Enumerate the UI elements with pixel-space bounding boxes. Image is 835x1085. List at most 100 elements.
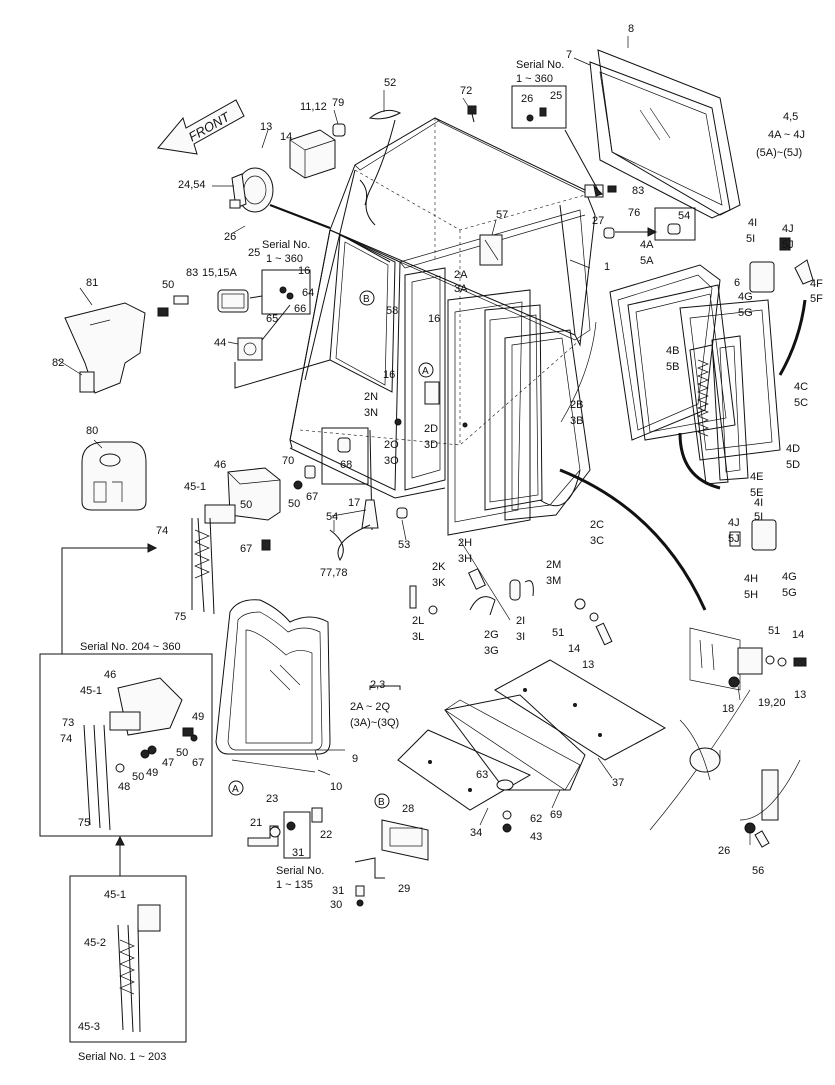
bracket-4g-top: [749, 261, 775, 293]
callout-c2c: 2C: [590, 519, 604, 531]
callout-c21: 21: [250, 817, 262, 829]
door-hinge-lower: [649, 689, 801, 848]
callout-c1920: 19,20: [758, 697, 786, 709]
callout-c3a3q: (3A)~(3Q): [350, 717, 399, 729]
callout-c_serial_mid: Serial No.: [262, 239, 310, 251]
callout-c83b: 83: [186, 267, 198, 279]
callout-c4g_b: 4G: [782, 571, 797, 583]
callout-c5f: 5F: [810, 293, 823, 305]
callout-c66: 66: [294, 303, 306, 315]
serial-box-64-66: [261, 269, 311, 315]
callout-c4f: 4F: [810, 278, 823, 290]
top-components: [289, 105, 477, 226]
callout-c2h: 2H: [458, 537, 472, 549]
front-arrow: FRONT: [157, 99, 245, 155]
circle-marker-mA2: A: [232, 784, 239, 795]
callout-c3m: 3M: [546, 575, 561, 587]
circle-marker-mB2: B: [378, 797, 385, 808]
callout-c4i_a: 4I: [748, 217, 757, 229]
callout-c5e: 5E: [750, 487, 763, 499]
callout-c4j_b: 4J: [728, 517, 740, 529]
callout-c23b: 23: [266, 793, 278, 805]
callout-c_serial_bot_range: 1 ~ 135: [276, 879, 313, 891]
callout-c2b: 2B: [570, 399, 583, 411]
callout-c452: 45-2: [84, 937, 106, 949]
callout-c52: 52: [384, 77, 396, 89]
callout-c76: 76: [628, 207, 640, 219]
bracket-4g-bottom: [751, 519, 777, 551]
bottom-small-parts: [247, 807, 429, 907]
callout-c4j_a: 4J: [782, 223, 794, 235]
callout-c2g: 2G: [484, 629, 499, 641]
callout-c5i_a: 5I: [746, 233, 755, 245]
callout-c3g: 3G: [484, 645, 499, 657]
callout-c47: 47: [162, 757, 174, 769]
callout-c2n: 2N: [364, 391, 378, 403]
callout-c2a: 2A: [454, 269, 468, 281]
callout-c2d: 2D: [424, 423, 438, 435]
callout-c25a: 25: [550, 90, 562, 102]
callout-c16b: 16: [428, 313, 440, 325]
callout-c18: 18: [722, 703, 734, 715]
callout-c82: 82: [52, 357, 64, 369]
callout-c_serial_204: Serial No. 204 ~ 360: [80, 641, 181, 653]
callout-c29: 29: [398, 883, 410, 895]
callout-c2o: 2O: [384, 439, 399, 451]
callout-c2a2q: 2A ~ 2Q: [350, 701, 391, 713]
callout-c5c: 5C: [794, 397, 808, 409]
callout-c63: 63: [476, 769, 488, 781]
callout-c3k: 3K: [432, 577, 446, 589]
callout-c56: 56: [752, 865, 764, 877]
callout-c46a: 46: [214, 459, 226, 471]
callout-c50c: 50: [240, 499, 252, 511]
callout-c2m: 2M: [546, 559, 561, 571]
callout-c16c: 16: [383, 369, 395, 381]
callout-c5b: 5B: [666, 361, 679, 373]
circle-marker-mB1: B: [363, 294, 370, 305]
serial-204-360-box: [39, 653, 213, 837]
callout-c5j_b: 5J: [728, 533, 740, 545]
callout-c4b: 4B: [666, 345, 679, 357]
callout-c_serial_1_203: Serial No. 1 ~ 203: [78, 1051, 166, 1063]
callout-c51a: 51: [552, 627, 564, 639]
bracket-81: [64, 295, 189, 394]
callout-c1515a: 15,15A: [202, 267, 238, 279]
callout-c44: 44: [214, 337, 226, 349]
callout-c23: 2,3: [370, 679, 385, 691]
callout-c54b: 54: [326, 511, 338, 523]
callout-c67a: 67: [306, 491, 318, 503]
callout-c5d: 5D: [786, 459, 800, 471]
callout-c2454: 24,54: [178, 179, 206, 191]
callout-c70: 70: [282, 455, 294, 467]
callout-c50e: 50: [132, 771, 144, 783]
callout-c4a4j: 4A ~ 4J: [768, 129, 805, 141]
lamp-15: [217, 289, 263, 313]
callout-c26b: 26: [224, 231, 236, 243]
callout-c5j_a: 5J: [782, 239, 794, 251]
callout-c3i: 3I: [516, 631, 525, 643]
callout-c50b: 50: [288, 498, 300, 510]
callout-c62: 62: [530, 813, 542, 825]
callout-c65: 65: [266, 313, 278, 325]
callout-c451a: 45-1: [184, 481, 206, 493]
wiper-motor-upper: [191, 467, 303, 615]
callout-c31a: 31: [292, 847, 304, 859]
callout-c74a: 74: [156, 525, 168, 537]
callout-c4d: 4D: [786, 443, 800, 455]
box-54: [654, 207, 696, 241]
callout-c22: 22: [320, 829, 332, 841]
front-window-assembly: [589, 49, 741, 219]
callout-c25b: 25: [248, 247, 260, 259]
callout-c28: 28: [402, 803, 414, 815]
callout-c3l: 3L: [412, 631, 424, 643]
callout-c2k: 2K: [432, 561, 446, 573]
serial-1-203-box: [69, 875, 187, 1043]
floor-plates: [397, 659, 667, 833]
callout-c3o: 3O: [384, 455, 399, 467]
callout-c17: 17: [348, 497, 360, 509]
lower-right-bracket: [689, 627, 807, 691]
serial-link-arrows: [61, 543, 158, 876]
callout-c53: 53: [398, 539, 410, 551]
callout-c37: 37: [612, 777, 624, 789]
